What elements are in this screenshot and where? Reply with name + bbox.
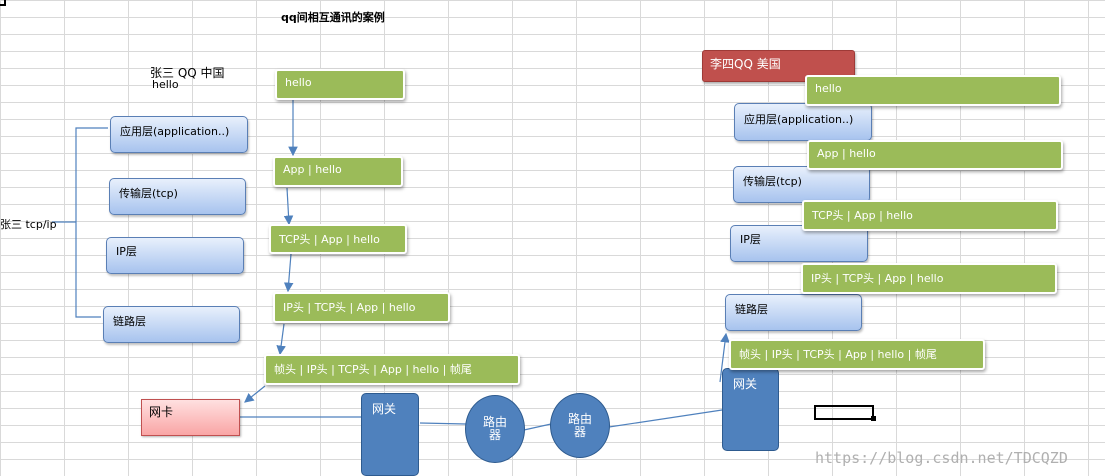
left-packet-hello: hello	[275, 69, 405, 100]
left-layer-link: 链路层	[103, 306, 240, 343]
network-card: 网卡	[141, 399, 240, 436]
corner-marker	[0, 0, 6, 6]
watermark: https://blog.csdn.net/TDCQZD	[815, 449, 1068, 467]
right-packet-app: App | hello	[807, 140, 1063, 170]
router-1: 路由器	[465, 395, 525, 463]
sender-message: hello	[152, 78, 179, 91]
right-layer-application: 应用层(application..)	[734, 103, 872, 141]
left-packet-ip: IP头 | TCP头 | App | hello	[273, 292, 450, 323]
router-2: 路由器	[550, 393, 610, 458]
left-packet-frame: 帧头 | IP头 | TCP头 | App | hello | 帧尾	[264, 354, 520, 385]
router-2-label: 路由器	[568, 411, 593, 439]
router-1-label: 路由器	[483, 415, 508, 442]
right-packet-ip: IP头 | TCP头 | App | hello	[801, 263, 1057, 294]
left-packet-tcp: TCP头 | App | hello	[269, 224, 407, 254]
right-gateway: 网关	[722, 368, 779, 451]
selected-cell[interactable]	[814, 405, 874, 420]
left-gateway: 网关	[361, 393, 419, 476]
left-layer-transport: 传输层(tcp)	[109, 178, 246, 215]
right-layer-transport: 传输层(tcp)	[733, 166, 870, 203]
diagram-title: qq间相互通讯的案例	[281, 11, 385, 24]
right-layer-link: 链路层	[725, 294, 862, 331]
right-packet-frame: 帧头 | IP头 | TCP头 | App | hello | 帧尾	[729, 339, 985, 370]
fill-handle[interactable]	[871, 416, 876, 421]
right-packet-tcp: TCP头 | App | hello	[802, 200, 1058, 231]
left-layer-ip: IP层	[106, 237, 244, 274]
right-layer-ip: IP层	[730, 225, 868, 262]
receiver-label: 李四QQ 美国	[702, 50, 855, 82]
sender-stack-label: 张三 tcp/ip	[0, 218, 57, 231]
sender-label: 张三 QQ 中国	[150, 66, 225, 80]
left-packet-app: App | hello	[273, 156, 403, 187]
right-packet-hello: hello	[805, 75, 1061, 106]
left-layer-application: 应用层(application..)	[110, 116, 248, 153]
